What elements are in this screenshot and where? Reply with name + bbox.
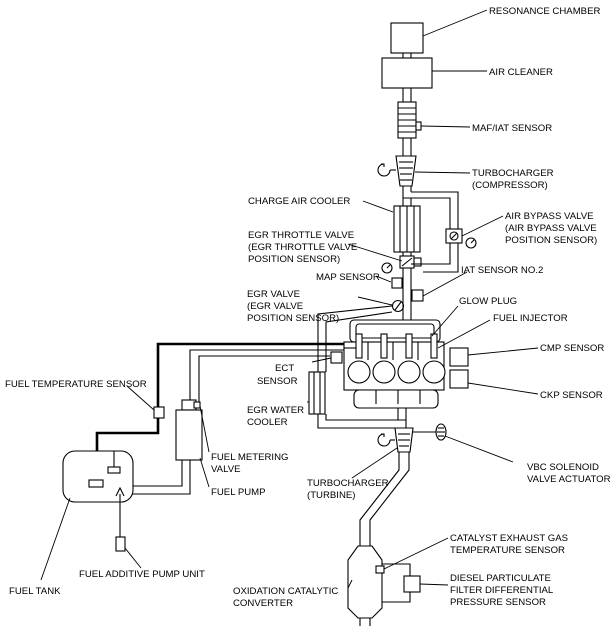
cylinder-4	[422, 360, 446, 384]
label-air-bypass-valve-1: AIR BYPASS VALVE	[505, 211, 594, 222]
fuel-metering-valve	[181, 399, 201, 411]
label-dpf-sensor-2: FILTER DIFFERENTIAL	[450, 585, 554, 596]
air-bypass-valve	[445, 228, 477, 249]
charge-air-cooler	[393, 198, 421, 256]
ect-sensor	[330, 351, 343, 364]
cylinder-2	[372, 360, 396, 384]
air-cleaner	[381, 57, 433, 89]
turbocharger-compressor	[377, 155, 417, 187]
egr-water-cooler	[308, 305, 407, 436]
iat-sensor-2	[411, 289, 424, 302]
maf-iat-sensor	[397, 101, 422, 139]
ckp-sensor	[449, 369, 469, 389]
label-dpf-sensor-1: DIESEL PARTICULATE	[450, 573, 551, 584]
label-fuel-pump: FUEL PUMP	[211, 487, 266, 498]
label-egr-water-cooler-2: COOLER	[247, 417, 288, 428]
cylinder-3	[397, 360, 421, 384]
fuel-additive-pump-unit	[115, 486, 126, 552]
label-fuel-metering-valve-1: FUEL METERING	[211, 452, 288, 463]
turbocharger-turbine	[377, 427, 436, 453]
label-cmp-sensor: CMP SENSOR	[540, 343, 604, 354]
label-fuel-additive-pump-unit: FUEL ADDITIVE PUMP UNIT	[79, 569, 205, 580]
vbc-solenoid-actuator	[435, 423, 447, 441]
cylinder-1	[347, 360, 371, 384]
label-catalyst-temp-sensor-2: TEMPERATURE SENSOR	[450, 545, 565, 556]
label-map-sensor: MAP SENSOR	[316, 272, 380, 283]
egr-throttle-valve	[381, 255, 422, 274]
oxidation-catalytic-converter	[347, 545, 385, 619]
label-fuel-metering-valve-2: VALVE	[211, 464, 241, 475]
label-egr-valve-2: (EGR VALVE	[247, 301, 303, 312]
fuel-temperature-sensor	[153, 406, 165, 419]
label-egr-throttle-valve-2: (EGR THROTTLE VALVE	[248, 242, 357, 253]
label-egr-throttle-valve-1: EGR THROTTLE VALVE	[248, 230, 354, 241]
exhaust-path	[347, 423, 447, 626]
label-iat-sensor-2: IAT SENSOR NO.2	[461, 265, 543, 276]
dpf-differential-pressure-sensor	[382, 563, 421, 603]
label-air-cleaner: AIR CLEANER	[489, 67, 553, 78]
label-egr-throttle-valve-3: POSITION SENSOR)	[248, 254, 340, 265]
label-oxidation-catalytic-converter-1: OXIDATION CATALYTIC	[233, 586, 338, 597]
fuel-pump	[175, 409, 203, 461]
label-charge-air-cooler: CHARGE AIR COOLER	[248, 196, 350, 207]
label-ect-sensor-2: SENSOR	[257, 376, 298, 387]
label-maf-iat-sensor: MAF/IAT SENSOR	[472, 123, 552, 134]
exhaust-manifold	[353, 389, 439, 409]
label-fuel-injector: FUEL INJECTOR	[493, 313, 568, 324]
label-turbocharger-compressor-1: TURBOCHARGER	[472, 168, 554, 179]
resonance-chamber	[390, 22, 424, 54]
label-ect-sensor-1: ECT	[275, 363, 294, 374]
label-turbocharger-turbine-2: (TURBINE)	[307, 490, 356, 501]
label-egr-valve-3: POSITION SENSOR)	[247, 313, 339, 324]
label-air-bypass-valve-3: POSITION SENSOR)	[505, 235, 597, 246]
map-sensor	[391, 277, 403, 289]
label-fuel-tank: FUEL TANK	[9, 586, 61, 597]
label-turbocharger-compressor-2: (COMPRESSOR)	[472, 180, 548, 191]
cmp-sensor	[449, 347, 469, 367]
label-fuel-temperature-sensor: FUEL TEMPERATURE SENSOR	[5, 379, 147, 390]
label-vbc-solenoid-2: VALVE ACTUATOR	[527, 474, 611, 485]
label-turbocharger-turbine-1: TURBOCHARGER	[307, 478, 389, 489]
fuel-tank	[62, 450, 134, 503]
fuel-system	[62, 342, 344, 552]
label-vbc-solenoid-1: VBC SOLENOID	[527, 462, 599, 473]
label-air-bypass-valve-2: (AIR BYPASS VALVE	[505, 223, 597, 234]
label-catalyst-temp-sensor-1: CATALYST EXHAUST GAS	[450, 533, 568, 544]
label-glow-plug: GLOW PLUG	[459, 296, 517, 307]
leader-lines	[40, 9, 539, 589]
engine-block	[308, 305, 469, 436]
labels: RESONANCE CHAMBER AIR CLEANER MAF/IAT SE…	[5, 6, 611, 609]
egr-valve	[391, 299, 405, 313]
label-egr-water-cooler-1: EGR WATER	[247, 405, 304, 416]
label-dpf-sensor-3: PRESSURE SENSOR	[450, 597, 546, 608]
label-egr-valve-1: EGR VALVE	[247, 289, 300, 300]
label-ckp-sensor: CKP SENSOR	[540, 390, 603, 401]
label-oxidation-catalytic-converter-2: CONVERTER	[233, 598, 293, 609]
label-resonance-chamber: RESONANCE CHAMBER	[489, 6, 600, 17]
